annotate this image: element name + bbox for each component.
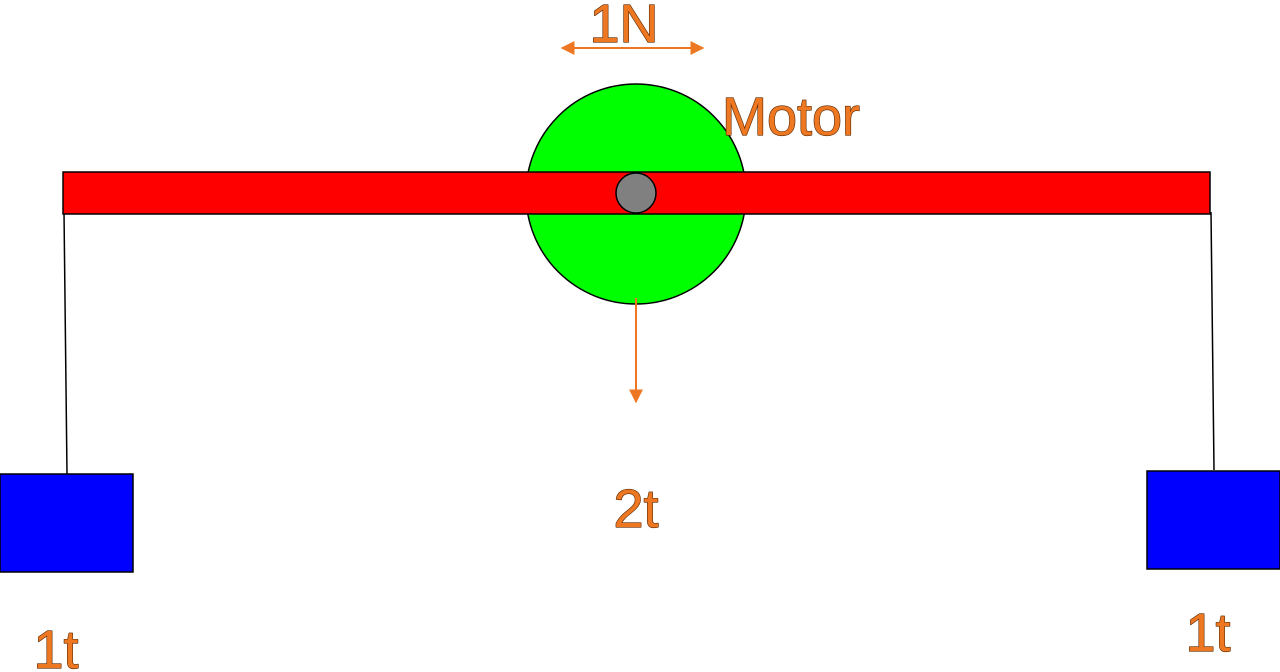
right-rope xyxy=(1210,211,1215,471)
center-mass-label: 2t xyxy=(613,479,658,539)
force-label: 1N xyxy=(589,0,658,54)
left-rope xyxy=(63,211,68,475)
right-mass-label: 1t xyxy=(1185,603,1230,663)
motor-axle xyxy=(615,172,657,214)
left-mass-label: 1t xyxy=(33,620,78,672)
left-mass-block xyxy=(0,473,134,573)
motor-label: Motor xyxy=(722,87,860,147)
right-mass-block xyxy=(1146,470,1280,570)
